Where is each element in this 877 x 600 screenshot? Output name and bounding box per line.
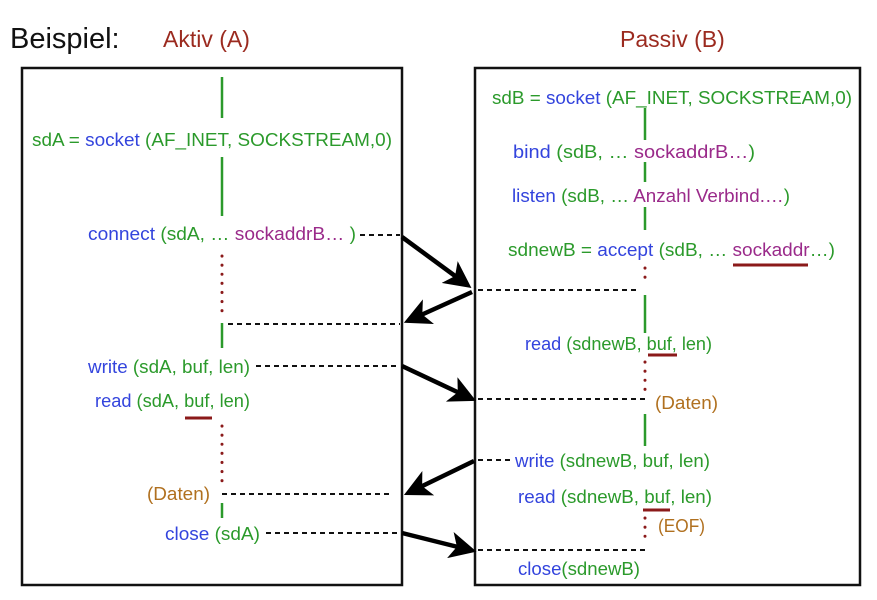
- segment-var: ): [784, 186, 790, 206]
- passive-title: Passiv (B): [620, 26, 725, 52]
- statement-b: (EOF): [658, 516, 705, 536]
- segment-var: (sdnewB, buf, len): [561, 487, 712, 507]
- segment-var: (sdA, buf, len): [137, 391, 250, 411]
- passive-box: [473, 66, 862, 587]
- segment-data: (Daten): [655, 393, 718, 413]
- statement-b: read (sdnewB, buf, len): [525, 334, 712, 354]
- segment-var: (sdA, buf, len): [133, 357, 250, 377]
- segment-param: Anzahl Verbind.…: [633, 186, 784, 206]
- segment-var: (sdB, …: [561, 186, 633, 206]
- statement-a: sdA = socket (AF_INET, SOCKSTREAM,0): [32, 130, 392, 151]
- segment-param: sockaddrB…: [634, 142, 748, 162]
- arrow-write-a: [401, 363, 477, 402]
- arrow-write-b: [403, 458, 475, 496]
- arrow-connect: [400, 235, 472, 288]
- segment-var: (sdB, …: [556, 142, 634, 162]
- segment-var: (sdnewB, buf, len): [560, 451, 710, 471]
- statement-a: close (sdA): [165, 524, 260, 544]
- statement-a: write (sdA, buf, len): [87, 357, 250, 377]
- segment-var: (sdB, …: [659, 240, 733, 260]
- segment-func: bind: [513, 142, 556, 162]
- segment-var: (sdnewB): [561, 559, 640, 579]
- statement-b: sdB = socket (AF_INET, SOCKSTREAM,0): [492, 88, 852, 109]
- segment-func: read: [518, 487, 561, 507]
- segment-data: (Daten): [147, 484, 210, 504]
- active-title: Aktiv (A): [163, 26, 250, 52]
- segment-var: (sdA): [215, 524, 260, 544]
- segment-var: sdA =: [32, 130, 85, 150]
- active-box: [20, 66, 404, 587]
- segment-func: accept: [597, 240, 658, 260]
- statement-b: close(sdnewB): [518, 559, 640, 579]
- statement-a: connect (sdA, … sockaddrB… ): [88, 224, 356, 244]
- segment-var: (AF_INET, SOCKSTREAM,0): [606, 88, 852, 109]
- arrow-accept-reply: [403, 289, 473, 324]
- segment-func: write: [514, 451, 560, 471]
- segment-var: (AF_INET, SOCKSTREAM,0): [145, 130, 392, 151]
- statement-b: read (sdnewB, buf, len): [518, 487, 712, 507]
- segment-var: ): [350, 224, 356, 244]
- segment-func: socket: [85, 130, 145, 150]
- segment-func: read: [525, 334, 566, 354]
- segment-param: sockaddrB…: [235, 224, 350, 244]
- segment-data: (EOF): [658, 516, 705, 536]
- statement-b: sdnewB = accept (sdB, … sockaddr…): [508, 240, 835, 260]
- statement-b: write (sdnewB, buf, len): [514, 451, 710, 471]
- segment-var: ): [748, 142, 755, 162]
- segment-func: close: [518, 559, 561, 579]
- segment-var: (sdnewB, buf, len): [566, 334, 712, 354]
- statement-a: read (sdA, buf, len): [95, 391, 250, 411]
- segment-func: write: [87, 357, 133, 377]
- segment-param: sockaddr: [733, 240, 810, 260]
- segment-var: …): [810, 240, 835, 260]
- heading: Beispiel:: [10, 23, 120, 55]
- segment-var: sdB =: [492, 88, 546, 108]
- segment-func: close: [165, 524, 215, 544]
- arrow-close: [401, 530, 477, 559]
- segment-func: socket: [546, 88, 606, 108]
- dashed-connectors: [222, 234, 645, 551]
- statement-b: bind (sdB, … sockaddrB…): [513, 142, 755, 162]
- segment-func: read: [95, 391, 137, 411]
- segment-var: (sdA, …: [160, 224, 234, 244]
- statement-b: listen (sdB, … Anzahl Verbind.…): [512, 186, 790, 206]
- segment-func: connect: [88, 224, 160, 244]
- statement-b: (Daten): [655, 393, 718, 413]
- segment-func: listen: [512, 186, 561, 206]
- segment-var: sdnewB =: [508, 240, 597, 260]
- statement-a: (Daten): [147, 484, 210, 504]
